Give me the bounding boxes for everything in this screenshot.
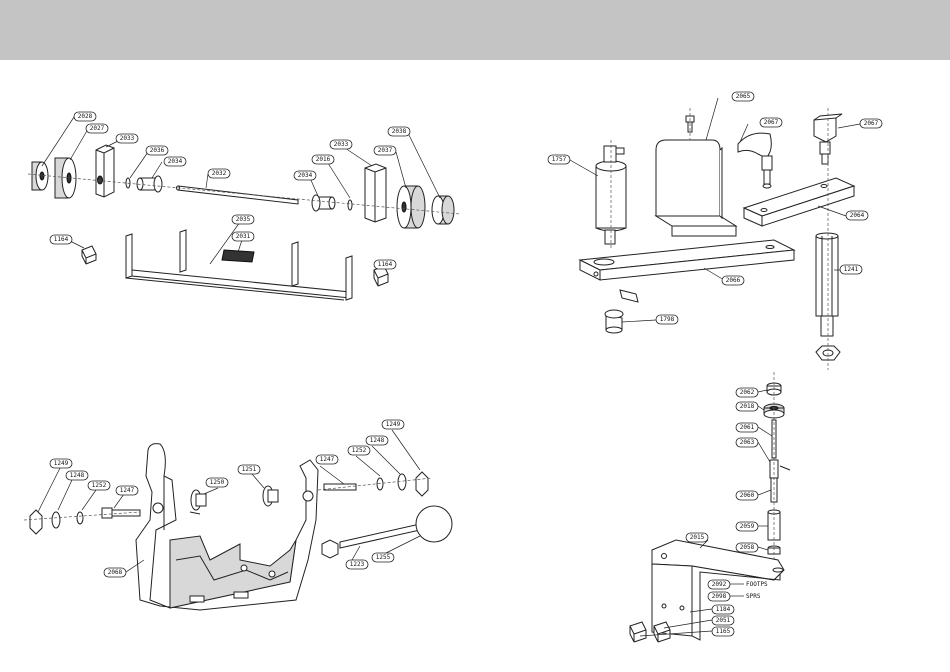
callout-1252-left: 1252: [92, 482, 107, 489]
bar-2064: [744, 178, 854, 226]
pedal-assembly: 2062 2018 2061 2063 2060 2059 2058 2015 …: [630, 372, 790, 642]
callout-2067-lever: 2067: [764, 119, 779, 126]
callout-1164-left: 1164: [54, 236, 69, 243]
callout-1241: 1241: [844, 266, 859, 273]
callout-2062: 2062: [740, 389, 755, 396]
callout-1798: 1798: [660, 316, 675, 323]
note-footps: FOOTPS: [746, 581, 768, 588]
callout-2037: 2037: [378, 147, 393, 154]
callout-1252-right: 1252: [352, 447, 367, 454]
sleeve-2060: [770, 460, 790, 502]
callout-2092: 2092: [712, 581, 727, 588]
bushing-right: [312, 195, 335, 211]
callout-2066: 2066: [726, 277, 741, 284]
callout-2035: 2035: [236, 216, 251, 223]
callout-2033-left: 2033: [120, 135, 135, 142]
callout-2058: 2058: [740, 544, 755, 551]
washer-2016: [348, 200, 352, 210]
lever-assembly: 1249 1248 1252 1247 1250 1251 1247 1252 …: [24, 420, 452, 610]
callout-2034-left: 2034: [168, 158, 183, 165]
pivot-bushing-right: [263, 486, 278, 506]
callout-1247-right: 1247: [320, 456, 335, 463]
knurl-2018: [764, 404, 784, 418]
callout-2098: 2098: [712, 593, 727, 600]
axle-assembly: 2028 2027 2033 2036 2034 2032 2034 2016 …: [28, 112, 460, 300]
bolt-1798: [605, 290, 638, 333]
upright-plate: [656, 140, 736, 236]
knurled-wheel-large-right: [397, 186, 425, 228]
small-block-1184: [630, 622, 646, 642]
callout-1757: 1757: [552, 156, 567, 163]
main-frame: [136, 444, 318, 610]
callout-1248-right: 1248: [370, 437, 385, 444]
callout-2033-right: 2033: [334, 141, 349, 148]
callout-2061: 2061: [740, 424, 755, 431]
callout-1248-left: 1248: [70, 472, 85, 479]
callout-2068: 2068: [108, 569, 123, 576]
right-hardware: [324, 472, 428, 496]
small-block-left: [82, 246, 96, 264]
callout-2059: 2059: [740, 523, 755, 530]
callout-2063: 2063: [740, 439, 755, 446]
axle-shaft: [177, 186, 299, 204]
callout-1249-left: 1249: [54, 460, 69, 467]
callout-2060: 2060: [740, 492, 755, 499]
callout-2038: 2038: [392, 128, 407, 135]
handle-rod: [322, 506, 452, 558]
clamp-block-right: [365, 164, 386, 222]
callout-1255: 1255: [376, 554, 391, 561]
callout-2064: 2064: [850, 212, 865, 219]
callout-1249-right: 1249: [386, 421, 401, 428]
callout-1250: 1250: [210, 479, 225, 486]
callout-2065: 2065: [736, 93, 751, 100]
clamp-block-left: [96, 145, 114, 197]
base-bar-2066: [580, 240, 794, 280]
callout-2028: 2028: [78, 113, 93, 120]
callout-2034-right: 2034: [298, 172, 313, 179]
callout-2016: 2016: [316, 156, 331, 163]
callout-2027: 2027: [90, 125, 105, 132]
callout-1247-left: 1247: [120, 487, 135, 494]
knurled-wheel-small-left: [32, 162, 48, 190]
callout-1223: 1223: [350, 561, 365, 568]
callout-2031: 2031: [236, 233, 251, 240]
bushing-left: [137, 176, 162, 192]
left-hardware: [30, 508, 140, 534]
callout-2015: 2015: [690, 534, 705, 541]
callout-2032: 2032: [212, 170, 227, 177]
callout-2067-knob: 2067: [864, 120, 879, 127]
clamp-lever: [738, 133, 772, 188]
callout-1251: 1251: [242, 466, 257, 473]
pivot-bushing-left: [190, 490, 206, 514]
callout-2018: 2018: [740, 403, 755, 410]
callout-2036: 2036: [150, 147, 165, 154]
callout-1184: 1184: [716, 606, 731, 613]
note-sprs: SPRS: [746, 593, 761, 600]
callout-1164-right: 1164: [378, 261, 393, 268]
callout-1165: 1165: [716, 628, 731, 635]
callout-2051: 2051: [716, 617, 731, 624]
knurled-wheel-small-right: [432, 196, 454, 224]
stand-assembly: 1757 2065 2067 2067 2064 2066 1241 1798: [548, 92, 882, 370]
